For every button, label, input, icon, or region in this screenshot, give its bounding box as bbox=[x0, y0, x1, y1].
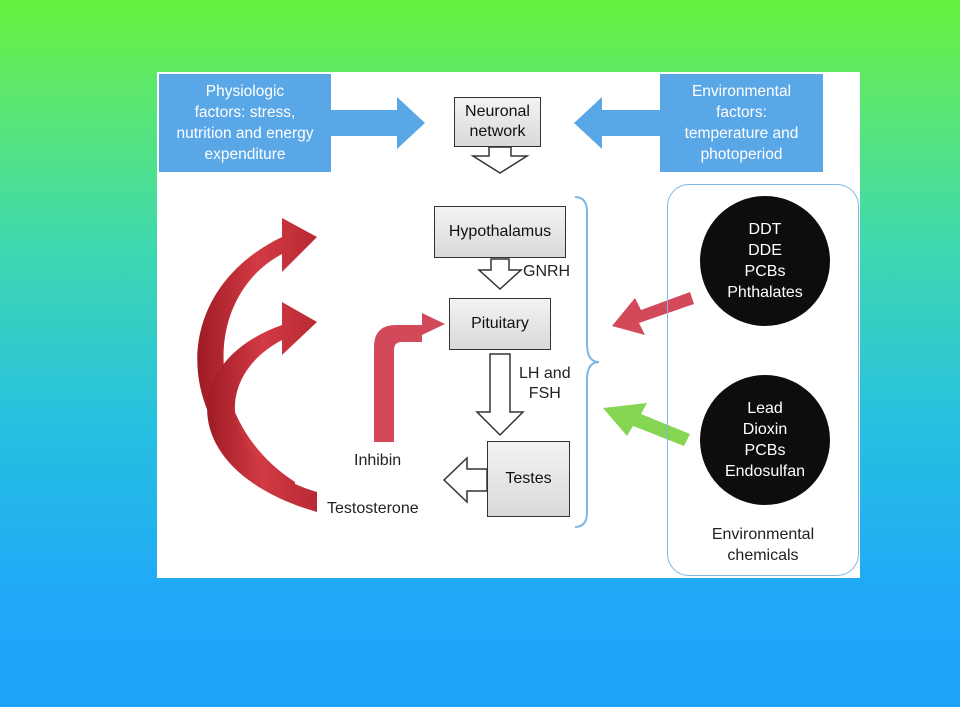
chemical-pcbs-2: PCBs bbox=[744, 442, 786, 459]
environmental-factors-box: Environmental factors: temperature and p… bbox=[660, 74, 823, 172]
gnrh-arrow bbox=[477, 258, 523, 291]
testes-label: Testes bbox=[505, 470, 552, 487]
lh-fsh-arrow bbox=[475, 353, 525, 437]
hypothalamus-label: Hypothalamus bbox=[448, 223, 552, 240]
chemical-dde: DDE bbox=[748, 242, 782, 259]
inhibin-feedback-arrow bbox=[374, 313, 445, 442]
chemical-dioxin: Dioxin bbox=[742, 421, 788, 438]
neuronal-line-1: Neuronal bbox=[465, 103, 530, 120]
lh-fsh-line-2: FSH bbox=[528, 385, 561, 402]
environmental-chemicals-line-1: Environmental bbox=[711, 526, 815, 543]
environmental-factors-line-2: factors: bbox=[716, 104, 767, 121]
chemical-endosulfan: Endosulfan bbox=[724, 463, 806, 480]
lh-fsh-label: LH and FSH bbox=[519, 364, 571, 404]
testosterone-feedback-lower bbox=[207, 302, 317, 512]
chemicals-affect-arrow bbox=[603, 403, 690, 446]
physiologic-factors-box: Physiologic factors: stress, nutrition a… bbox=[159, 74, 331, 172]
chemicals-inhibit-arrow bbox=[612, 292, 694, 335]
environmental-arrow bbox=[574, 97, 662, 149]
chemicals-circle-2: Lead Dioxin PCBs Endosulfan bbox=[700, 375, 830, 505]
physiologic-line-3: nutrition and energy bbox=[176, 125, 314, 142]
physiologic-line-1: Physiologic bbox=[205, 83, 285, 100]
diagram-panel: Physiologic factors: stress, nutrition a… bbox=[157, 72, 860, 578]
environmental-factors-line-4: photoperiod bbox=[700, 146, 783, 163]
pituitary-label: Pituitary bbox=[471, 315, 529, 332]
chemical-pcbs-1: PCBs bbox=[744, 263, 786, 280]
environmental-factors-line-1: Environmental bbox=[691, 83, 792, 100]
lh-fsh-line-1: LH and bbox=[519, 365, 571, 382]
gnrh-label: GNRH bbox=[523, 263, 571, 280]
environmental-chemicals-group bbox=[667, 184, 859, 576]
pituitary-box: Pituitary bbox=[449, 298, 551, 350]
bracket bbox=[574, 196, 600, 528]
testes-box: Testes bbox=[487, 441, 570, 517]
chemical-lead: Lead bbox=[747, 400, 783, 417]
environmental-factors-line-3: temperature and bbox=[684, 125, 799, 142]
hypothalamus-box: Hypothalamus bbox=[434, 206, 566, 258]
chemical-phthalates: Phthalates bbox=[727, 284, 803, 301]
physiologic-line-2: factors: stress, bbox=[194, 104, 296, 121]
inhibin-label: Inhibin bbox=[354, 452, 402, 469]
testosterone-arrow bbox=[442, 456, 488, 504]
chemical-ddt: DDT bbox=[748, 221, 782, 238]
environmental-chemicals-line-2: chemicals bbox=[727, 547, 799, 564]
neuronal-line-2: network bbox=[469, 123, 526, 140]
physiologic-arrow bbox=[327, 97, 425, 149]
diagram-arrows bbox=[197, 97, 694, 528]
environmental-chemicals-label: Environmental chemicals bbox=[693, 524, 833, 566]
neuronal-down-arrow bbox=[470, 146, 530, 174]
testosterone-label: Testosterone bbox=[327, 500, 419, 517]
physiologic-line-4: expenditure bbox=[204, 146, 286, 163]
neuronal-network-box: Neuronal network bbox=[454, 97, 541, 147]
chemicals-circle-1: DDT DDE PCBs Phthalates bbox=[700, 196, 830, 326]
